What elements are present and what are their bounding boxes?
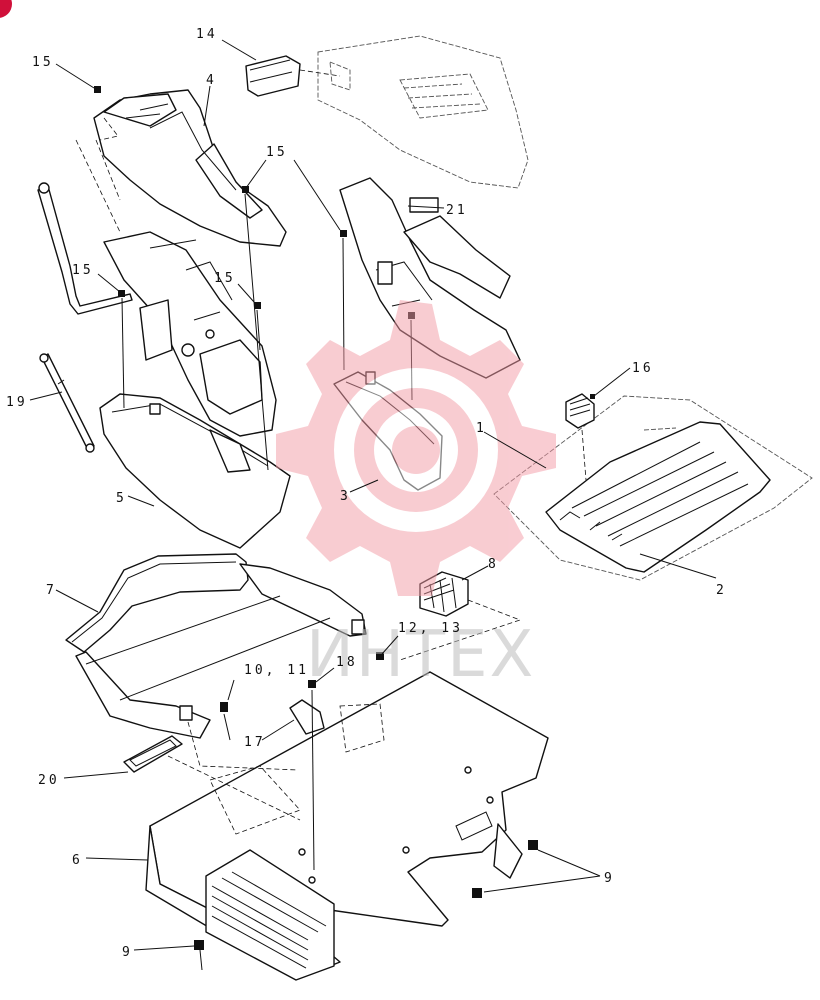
bolt-15a — [94, 86, 101, 93]
right-console-frame — [339, 177, 521, 379]
ghost-console — [317, 35, 529, 189]
bolt-12-13 — [376, 652, 384, 660]
callout-labels: 15 4 14 15 15 15 21 16 19 1 5 3 2 7 8 12… — [6, 27, 727, 960]
callout-6: 6 — [72, 853, 83, 868]
bolt-18 — [308, 680, 316, 688]
left-frame-bracket — [103, 231, 277, 437]
part-14-pad — [245, 55, 341, 97]
part-16-latch — [565, 393, 595, 481]
bolt-9-right-b — [472, 888, 482, 898]
part-17-bracket — [289, 699, 325, 735]
corner-badge — [0, 0, 12, 18]
watermark-gear-logo — [276, 300, 556, 596]
bolt-15b — [242, 186, 249, 193]
callout-9-right: 9 — [604, 871, 615, 886]
callout-1: 1 — [476, 421, 487, 436]
lever-19 — [37, 182, 133, 315]
callout-3: 3 — [340, 489, 351, 504]
callout-5: 5 — [116, 491, 127, 506]
callout-20: 20 — [38, 773, 60, 788]
bolt-15d — [118, 290, 125, 297]
bolt-10-11 — [220, 702, 228, 712]
part-5-lower-cover — [99, 393, 291, 549]
part-4-console-cover — [93, 89, 287, 247]
callout-21: 21 — [446, 203, 468, 218]
callout-19: 19 — [6, 395, 28, 410]
callout-7: 7 — [46, 583, 57, 598]
bolt-hardware — [94, 86, 595, 950]
leader-lines — [29, 39, 717, 951]
callout-9-left: 9 — [122, 945, 133, 960]
callout-8: 8 — [488, 557, 499, 572]
callout-16: 16 — [632, 361, 654, 376]
callout-15-top-left: 15 — [32, 55, 54, 70]
watermark-text: ИНТЕХ — [306, 618, 535, 692]
bolt-9-left — [194, 940, 204, 950]
part-19-gas-spring — [39, 353, 95, 453]
callout-15-left: 15 — [72, 263, 94, 278]
part-2-floor-mat — [545, 421, 771, 573]
callout-2: 2 — [716, 583, 727, 598]
callout-12-13: 12, 13 — [398, 621, 463, 636]
part-20-grommet — [123, 735, 183, 773]
callout-10-11: 10, 11 — [244, 663, 309, 678]
callout-4: 4 — [206, 73, 217, 88]
callout-15-center: 15 — [266, 145, 288, 160]
bolt-15e — [254, 302, 261, 309]
bolt-15c — [340, 230, 347, 237]
bolt-16 — [590, 394, 595, 399]
part-7-seat-frame — [65, 553, 367, 739]
bolt-9-right-a — [528, 840, 538, 850]
callout-14: 14 — [196, 27, 218, 42]
callout-18: 18 — [336, 655, 358, 670]
callout-17: 17 — [244, 735, 266, 750]
part-6-floor-base — [145, 671, 549, 981]
callout-15-mid: 15 — [214, 271, 236, 286]
